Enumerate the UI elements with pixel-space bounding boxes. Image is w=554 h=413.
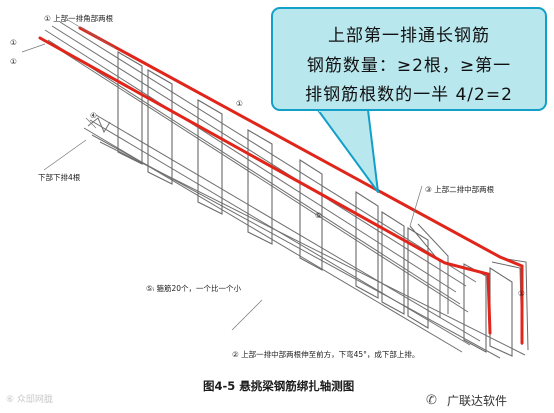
label-mark-4: ④ [90, 111, 97, 120]
callout-line-2: 钢筋数量：≥2根，≥第一 [306, 56, 512, 76]
label-stirrup-note: ⑤ᵢ 箍筋20个，一个比一个小 [146, 284, 241, 293]
watermark-right: 广联达软件 [447, 394, 508, 408]
label-mark-5-small: ⑤ [315, 211, 322, 220]
label-top-corner-bars: ① 上部一排角部两根 [44, 14, 114, 23]
watermark-left: ⑥ 众邸网胧 [6, 395, 53, 405]
figure-caption: 图4-5 悬挑梁钢筋绑扎轴测图 [203, 379, 355, 393]
label-bottom-note: ② 上部一排中部两根伸至前方，下弯45°，成下部上排。 [232, 350, 420, 359]
callout-pointer [317, 109, 379, 193]
highlighted-top-bars [38, 26, 524, 345]
label-mark-1-left-lower: ① [10, 57, 17, 66]
label-mark-1-left: ① [10, 38, 17, 47]
leader-lines [21, 19, 423, 331]
callout-line-3: 排钢筋根数的一半 4/2=2 [305, 85, 513, 105]
label-top-second-row-bars: ③ 上部二排中部两根 [425, 185, 495, 194]
label-mark-1-mid: ① [236, 99, 243, 108]
wechat-icon: ✆ [426, 393, 437, 408]
longitudinal-bars [44, 21, 526, 359]
label-bottom-lower-bars: 下部下排4根 [38, 173, 81, 182]
callout-box: 上部第一排通长钢筋 钢筋数量：≥2根，≥第一 排钢筋根数的一半 4/2=2 [271, 7, 547, 111]
callout-line-1: 上部第一排通长钢筋 [328, 26, 490, 46]
label-mark-1-right: ① [518, 289, 525, 298]
